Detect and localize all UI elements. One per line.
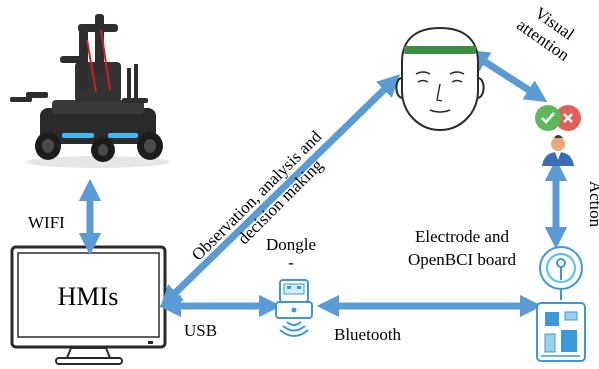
circuit-board-icon (536, 302, 586, 362)
dongle-label: Dongle (266, 235, 316, 254)
usb-dongle-icon (275, 279, 313, 337)
action-label-group: Action (586, 181, 599, 228)
connection-arrows (78, 49, 568, 318)
visual-attention-arrow (466, 49, 548, 103)
wifi-label: WIFI (28, 213, 65, 232)
check-cross-decision-icon (535, 105, 581, 131)
usb-label: USB (184, 321, 217, 340)
action-label: Action (586, 181, 599, 228)
electrode-label-line1: Electrode and (415, 227, 509, 246)
dongle-mark: - (288, 253, 294, 272)
electrode-label-line2: OpenBCI board (408, 250, 517, 269)
observation-arrow (159, 74, 401, 308)
hmis-label: HMIs (58, 282, 119, 311)
person-icon (542, 135, 574, 166)
visual-attention-label: Visual attention (513, 3, 578, 65)
head-with-eeg-band-icon (395, 26, 485, 132)
robot-icon (10, 14, 170, 168)
monitor-icon (10, 245, 167, 365)
electrode-icon (539, 246, 583, 300)
eeg-band (404, 46, 476, 54)
bluetooth-label: Bluetooth (334, 325, 402, 344)
